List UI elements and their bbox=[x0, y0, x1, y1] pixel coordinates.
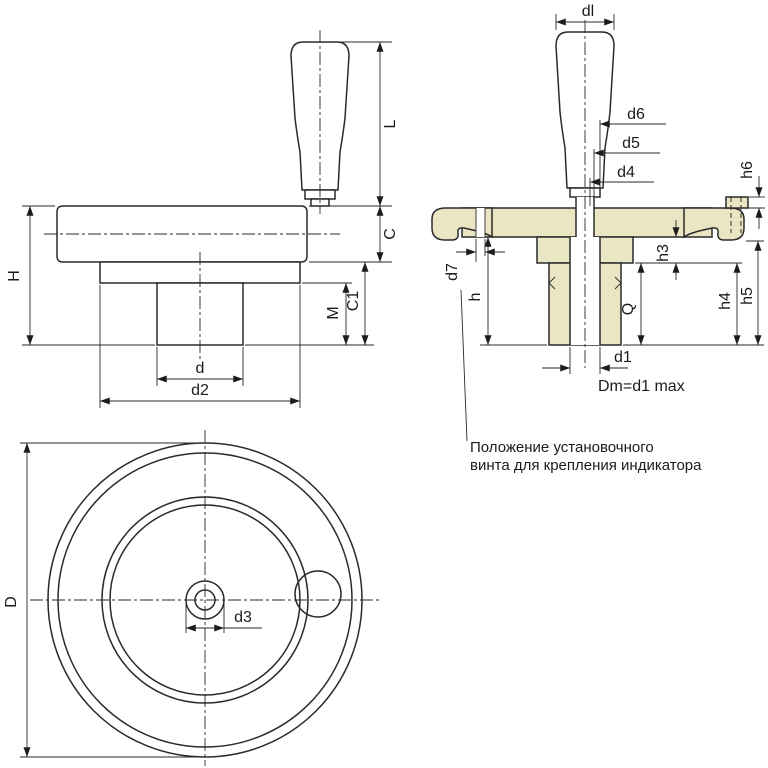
dim-label-h6: h6 bbox=[739, 161, 756, 179]
handle-boss-circle bbox=[294, 570, 342, 618]
annotation-line2: винта для крепления индикатора bbox=[470, 457, 702, 474]
section-dimension-lines bbox=[456, 14, 765, 442]
dim-label-h3: h3 bbox=[655, 244, 672, 262]
undercut-right bbox=[614, 276, 622, 290]
indicator-boss bbox=[725, 196, 749, 209]
dim-label-Q: Q bbox=[620, 303, 637, 315]
handle-stem-section bbox=[575, 197, 595, 237]
dim-label-C1: C1 bbox=[345, 291, 362, 312]
dim-label-d2: d2 bbox=[191, 382, 209, 399]
dim-label-d5: d5 bbox=[622, 135, 640, 152]
dim-label-d7: d7 bbox=[444, 263, 461, 281]
side-centerlines bbox=[44, 30, 340, 360]
dim-label-d3: d3 bbox=[234, 609, 252, 626]
dim-label-dm: Dm=d1 max bbox=[598, 378, 685, 395]
annotation-line1: Положение установочного bbox=[470, 439, 654, 456]
dim-label-h5: h5 bbox=[739, 287, 756, 305]
undercut-left bbox=[548, 276, 556, 290]
side-view: H L C C1 M d d2 bbox=[6, 30, 399, 408]
dim-label-h: h bbox=[467, 293, 484, 302]
dim-label-d4: d4 bbox=[617, 164, 635, 181]
dim-label-L: L bbox=[382, 119, 399, 128]
dim-label-d: d bbox=[196, 360, 205, 377]
side-dimension-lines bbox=[22, 41, 392, 408]
dim-label-h4: h4 bbox=[717, 292, 734, 310]
front-view: D d3 bbox=[3, 430, 380, 766]
setscrew-hole bbox=[475, 208, 486, 237]
dim-label-M: M bbox=[325, 306, 342, 319]
dim-label-D: D bbox=[3, 596, 20, 608]
dim-label-dl: dl bbox=[582, 3, 594, 20]
dim-label-d6: d6 bbox=[627, 106, 645, 123]
handle-knob bbox=[290, 41, 350, 191]
dim-label-C: C bbox=[382, 228, 399, 240]
section-view: dl d6 d5 d4 h6 h3 h4 h5 Q h d7 d1 Dm=d1 … bbox=[431, 3, 765, 474]
dim-label-d1: d1 bbox=[614, 349, 632, 366]
front-dimension-lines bbox=[20, 442, 262, 758]
dim-label-H: H bbox=[6, 270, 23, 282]
front-centerlines bbox=[30, 430, 380, 766]
hidden-screw-hole bbox=[730, 197, 742, 233]
right-rim-section bbox=[683, 207, 745, 241]
